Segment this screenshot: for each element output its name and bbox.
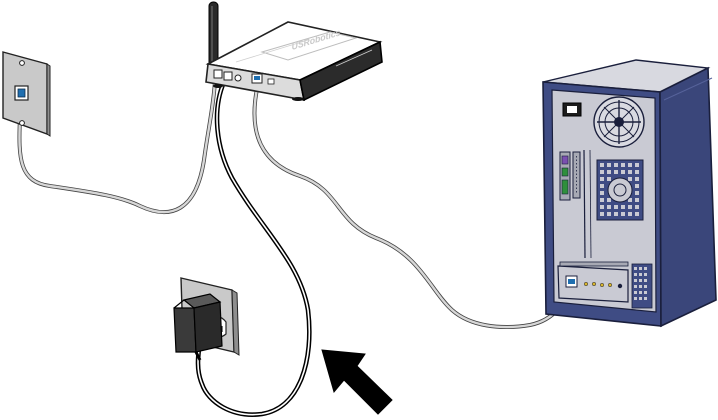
ethernet-cable xyxy=(252,82,573,329)
io-connectors xyxy=(559,151,581,201)
power-cable xyxy=(195,79,312,417)
fan-grille-icon xyxy=(593,96,645,148)
expansion-slots xyxy=(583,149,592,259)
router-rear-ports xyxy=(213,69,275,85)
side-vents xyxy=(631,263,653,309)
phone-wall-jack-icon xyxy=(2,51,51,137)
wireless-router-icon: USRobotics xyxy=(205,1,383,102)
card-leds xyxy=(583,281,613,288)
phone-cable xyxy=(17,78,217,215)
cables xyxy=(17,78,573,417)
power-adapter-icon xyxy=(173,293,223,361)
network-card xyxy=(557,261,629,303)
power-inlet xyxy=(562,102,582,117)
desktop-computer-icon xyxy=(542,59,717,328)
arrow-icon xyxy=(321,349,393,415)
vent-grille xyxy=(596,159,644,221)
